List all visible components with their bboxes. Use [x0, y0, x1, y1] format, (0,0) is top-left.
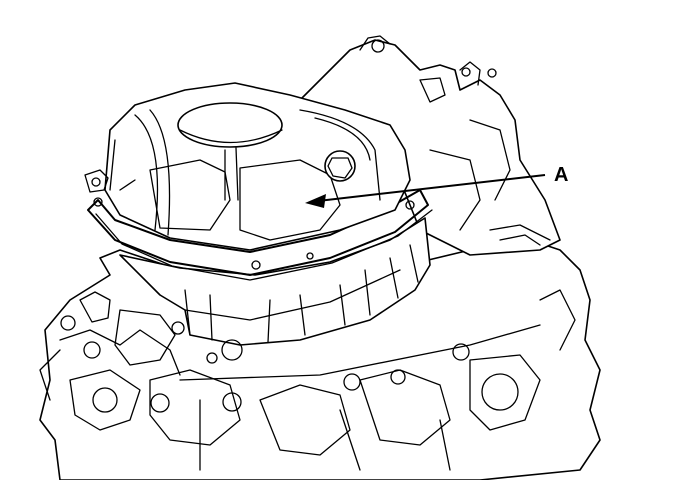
oil-pan-body	[119, 217, 431, 364]
callout-a-label: A	[554, 164, 568, 186]
cover-bolt	[324, 150, 356, 182]
oil-pan-cover	[104, 82, 411, 251]
callout-a-leader	[305, 174, 546, 208]
cover-bracket	[84, 169, 109, 193]
cylinder-head	[299, 35, 561, 256]
